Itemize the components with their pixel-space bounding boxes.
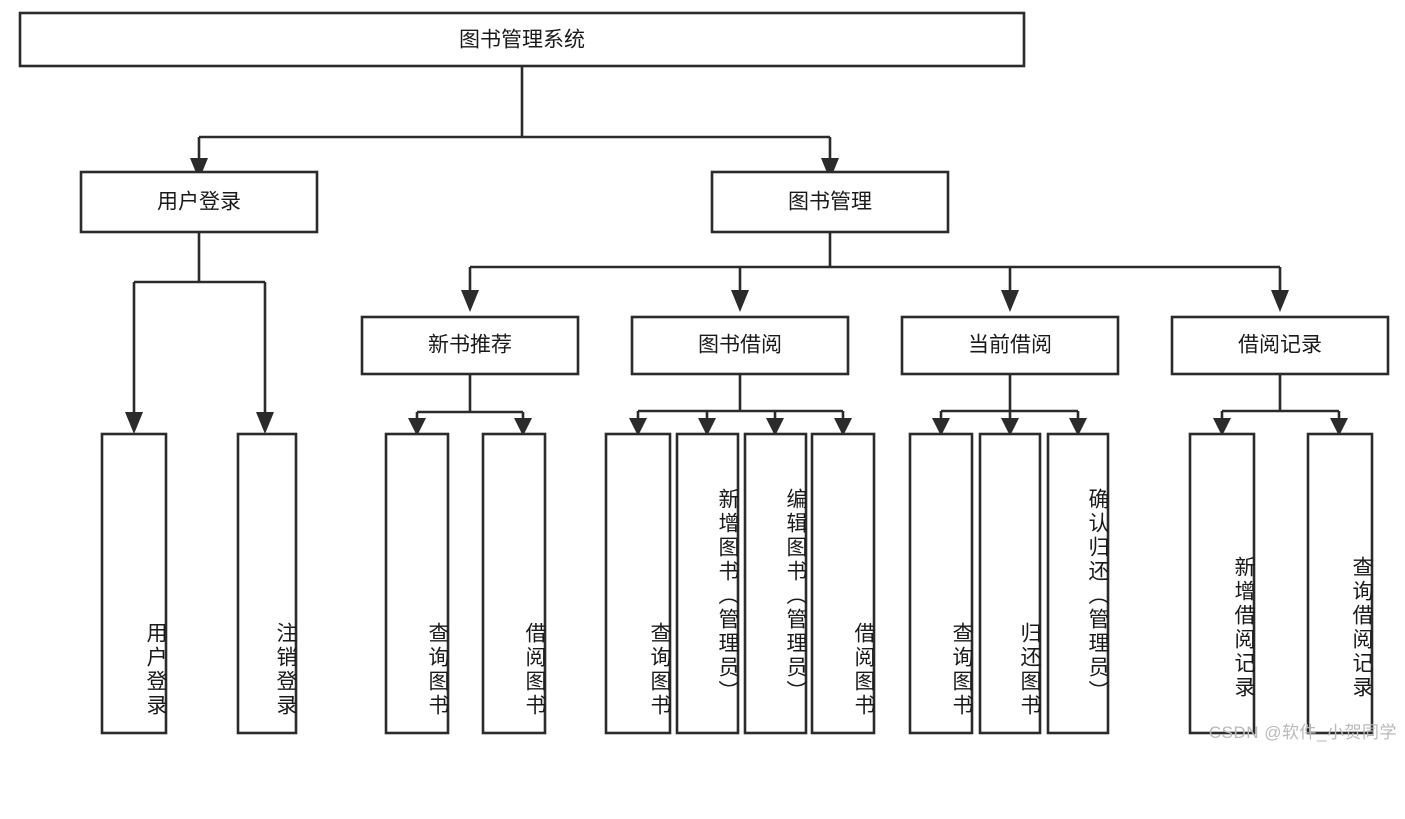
- node-root[interactable]: 图书管理系统: [18, 11, 1026, 68]
- arrowhead-layer: [125, 158, 1348, 436]
- node-book-manage-label: 图书管理: [788, 191, 872, 214]
- node-book-borrow-box[interactable]: [630, 315, 850, 376]
- connector-borrow-record-down: [1220, 374, 1341, 418]
- arrowhead-borrow-record: [1271, 290, 1289, 312]
- node-book-manage[interactable]: 图书管理: [710, 170, 950, 234]
- node-leaf-query-book-3-box[interactable]: [908, 432, 974, 735]
- connector-root-down: [197, 66, 832, 158]
- arrowhead-leaf-query-book-3: [932, 418, 950, 436]
- csdn-watermark: CSDN @软件_小贺同学: [1208, 723, 1397, 742]
- flowchart-canvas: 图书管理系统 用户登录 图书管理 新书推荐 图书借阅: [18, 11, 1397, 742]
- node-leaf-query-book-2-box[interactable]: [604, 432, 672, 735]
- node-layer: 图书管理系统 用户登录 图书管理 新书推荐 图书借阅: [18, 11, 1390, 735]
- arrowhead-leaf-user-logout: [256, 412, 274, 434]
- arrowhead-leaf-borrow-book-2: [834, 418, 852, 436]
- node-leaf-add-book-box[interactable]: [675, 432, 740, 735]
- arrowhead-leaf-query-record: [1330, 418, 1348, 436]
- node-leaf-user-login-box[interactable]: [100, 432, 168, 735]
- node-borrow-record[interactable]: 借阅记录: [1170, 315, 1390, 376]
- node-current-borrow-label: 当前借阅: [968, 334, 1052, 357]
- connector-layer: [132, 66, 1341, 418]
- node-new-book-recommend[interactable]: 新书推荐: [360, 315, 580, 376]
- node-book-borrow[interactable]: 图书借阅: [630, 315, 850, 376]
- node-leaf-edit-book-box[interactable]: [743, 432, 808, 735]
- node-current-borrow[interactable]: 当前借阅: [900, 315, 1120, 376]
- arrowhead-leaf-add-record: [1213, 418, 1231, 436]
- node-root-label: 图书管理系统: [459, 29, 585, 52]
- connector-book-borrow-down: [636, 374, 845, 418]
- arrowhead-current-borrow: [1001, 290, 1019, 312]
- arrowhead-leaf-edit-book: [766, 418, 784, 436]
- arrowhead-book-manage: [821, 158, 839, 180]
- arrowhead-user-login: [190, 158, 208, 180]
- node-borrow-record-label: 借阅记录: [1238, 334, 1322, 357]
- node-leaf-query-record-box[interactable]: [1306, 432, 1374, 735]
- arrowhead-leaf-user-login: [125, 412, 143, 434]
- arrowhead-leaf-add-book: [698, 418, 716, 436]
- node-leaf-confirm-return-box[interactable]: [1046, 432, 1110, 735]
- node-new-book-recommend-label: 新书推荐: [428, 334, 512, 357]
- node-leaf-borrow-book-2-box[interactable]: [810, 432, 876, 735]
- node-user-login-box[interactable]: [79, 170, 319, 234]
- node-book-borrow-label: 图书借阅: [698, 334, 782, 357]
- arrowhead-leaf-query-book-1: [408, 418, 426, 436]
- node-book-manage-box[interactable]: [710, 170, 950, 234]
- arrowhead-leaf-borrow-book-1: [514, 418, 532, 436]
- node-current-borrow-box[interactable]: [900, 315, 1120, 376]
- arrowhead-leaf-query-book-2: [629, 418, 647, 436]
- node-leaf-return-book-box[interactable]: [978, 432, 1042, 735]
- node-leaf-borrow-book-1-box[interactable]: [481, 432, 547, 735]
- arrowhead-new-book-recommend: [461, 290, 479, 312]
- node-leaf-query-book-1-box[interactable]: [384, 432, 450, 735]
- node-root-box[interactable]: [18, 11, 1026, 68]
- arrowhead-leaf-return-book: [1001, 418, 1019, 436]
- flowchart-svg: 图书管理系统 用户登录 图书管理 新书推荐 图书借阅: [18, 11, 1390, 735]
- node-leaf-user-logout-box[interactable]: [236, 432, 298, 735]
- connector-user-login-down: [132, 232, 267, 412]
- node-user-login[interactable]: 用户登录: [79, 170, 319, 234]
- connector-book-manage-down: [468, 232, 1282, 290]
- arrowhead-book-borrow: [731, 290, 749, 312]
- node-borrow-record-box[interactable]: [1170, 315, 1390, 376]
- node-leaf-add-record-box[interactable]: [1188, 432, 1256, 735]
- node-new-book-recommend-box[interactable]: [360, 315, 580, 376]
- connector-new-book-recommend-down: [415, 374, 525, 418]
- connector-current-borrow-down: [939, 374, 1080, 418]
- arrowhead-leaf-confirm-return: [1069, 418, 1087, 436]
- node-user-login-label: 用户登录: [157, 191, 241, 214]
